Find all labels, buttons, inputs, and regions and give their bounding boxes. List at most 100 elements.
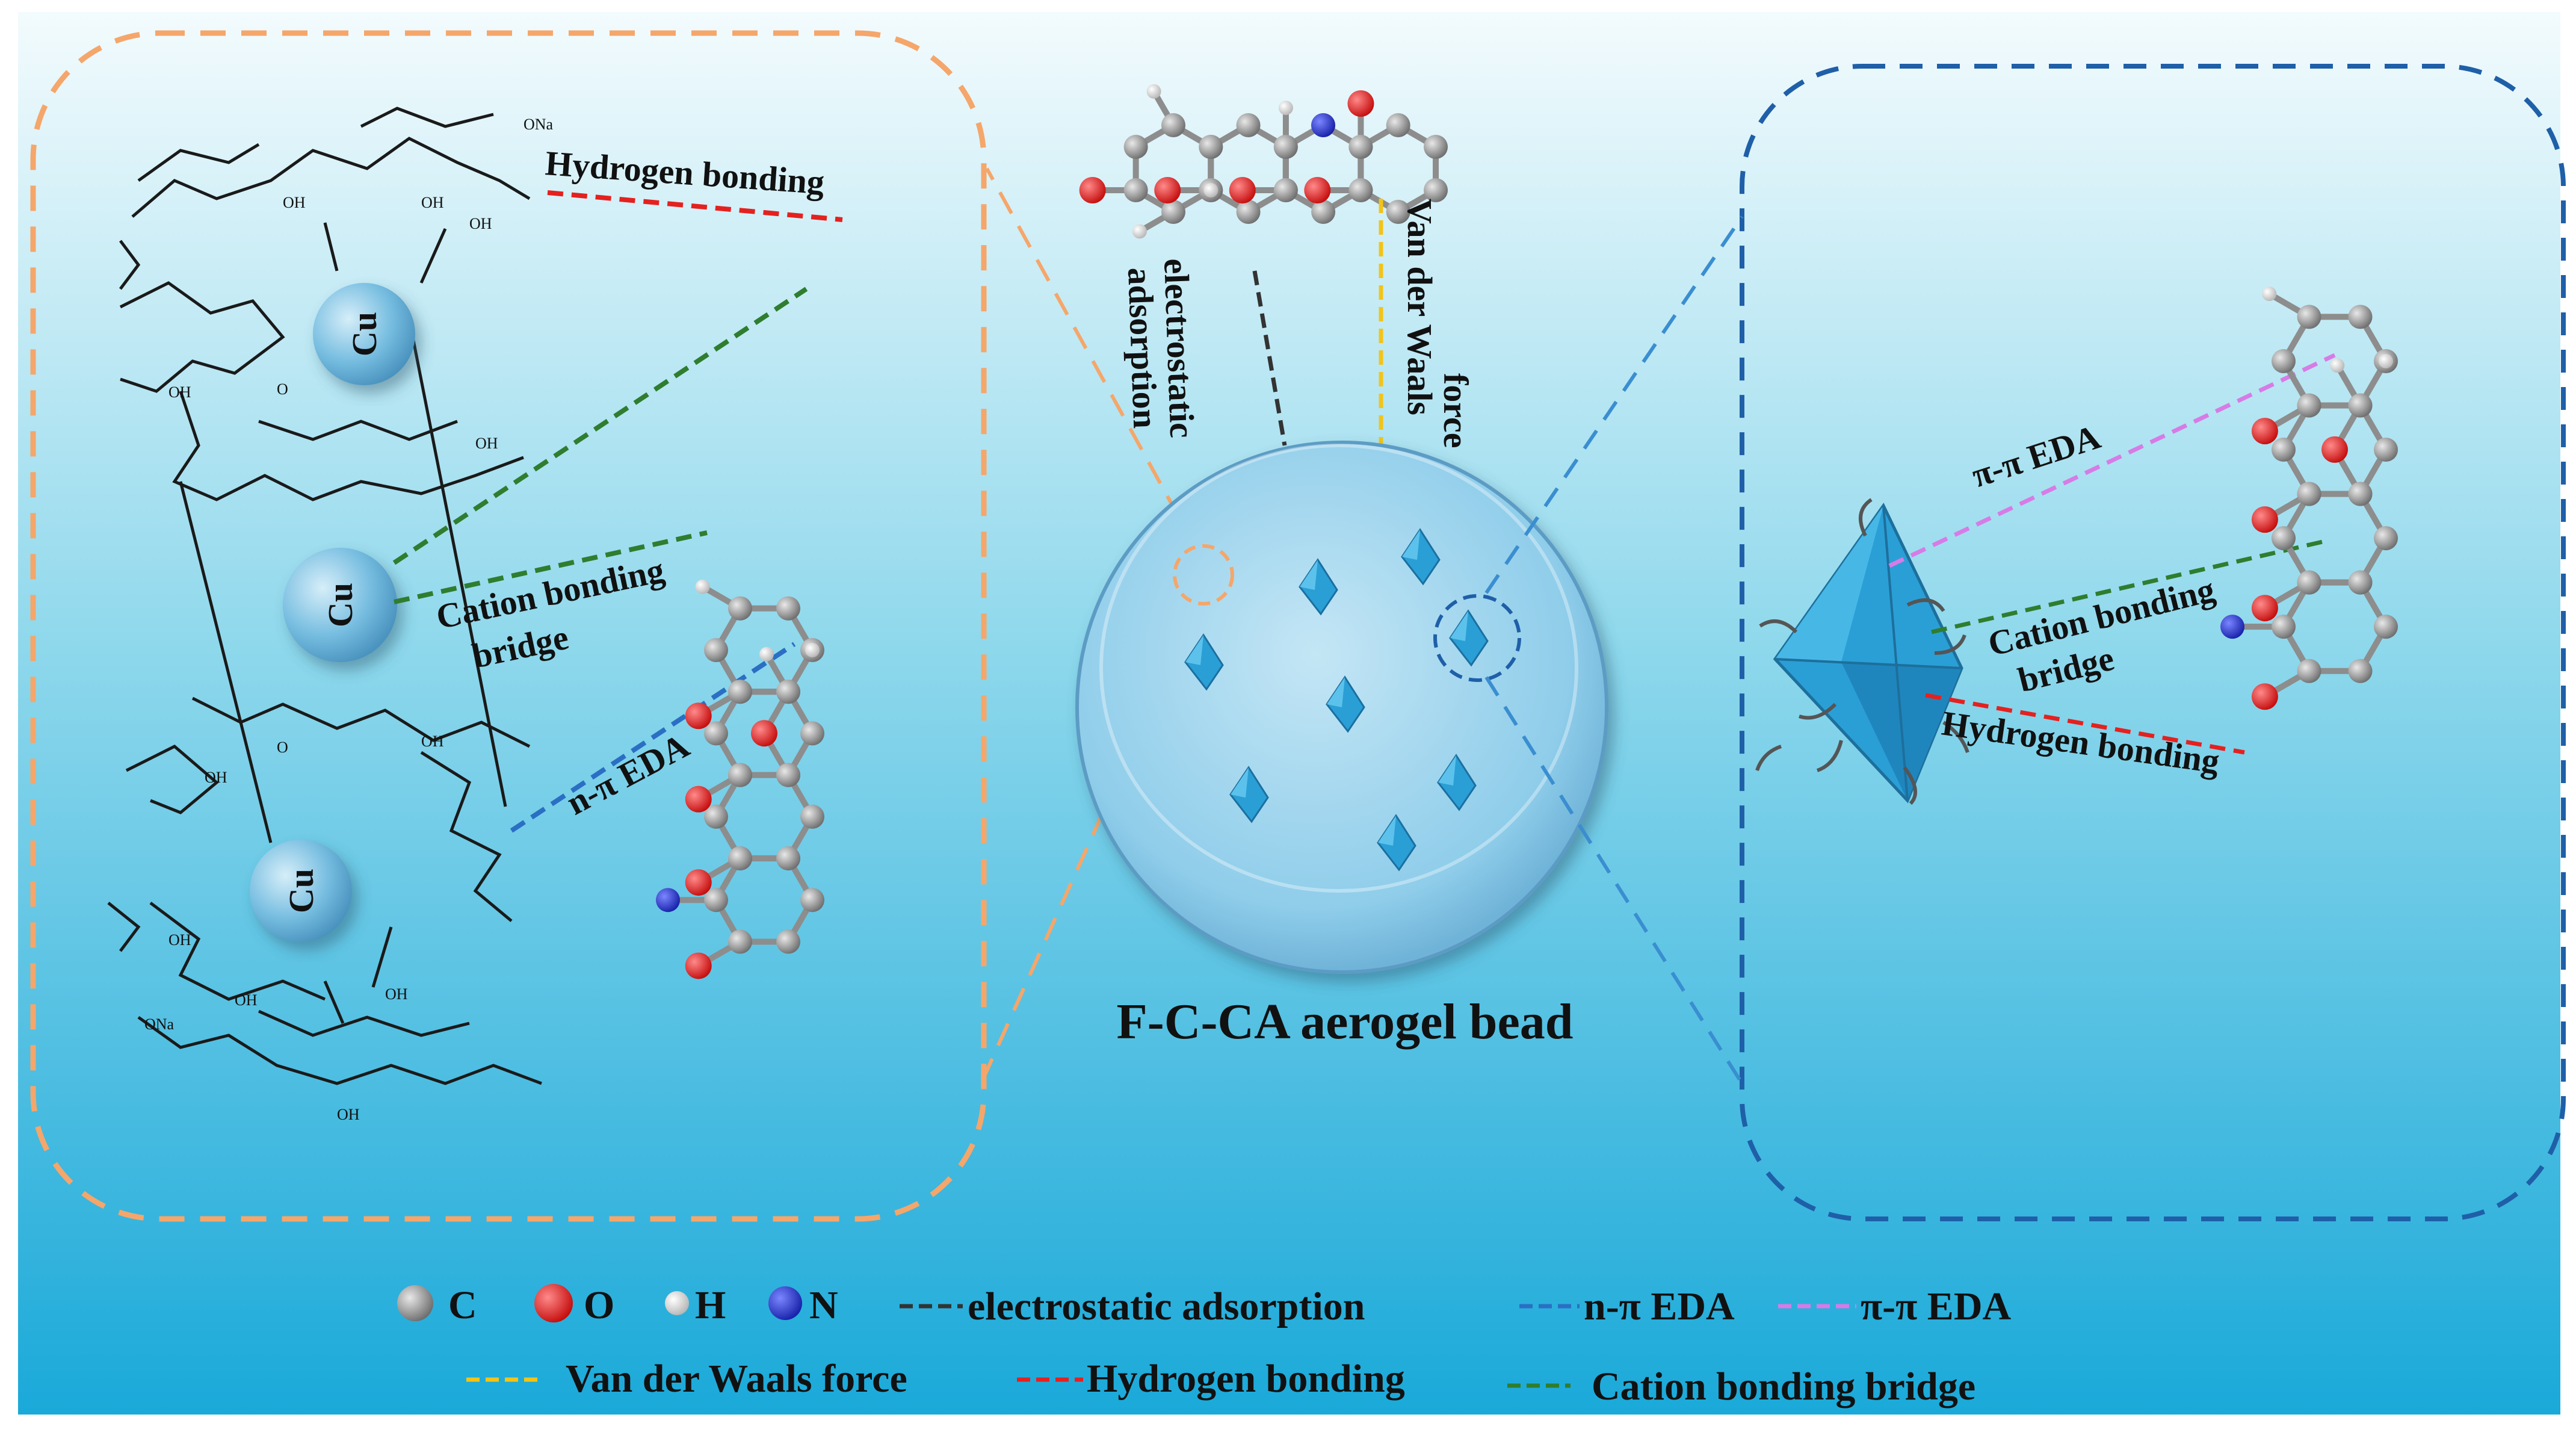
carbon-atom xyxy=(2297,570,2321,595)
carbon-atom xyxy=(2297,393,2321,418)
atom-label-oh: OH xyxy=(385,985,408,1003)
oxygen-atom xyxy=(2251,418,2278,445)
carbon-atom xyxy=(728,680,752,704)
carbon-atom xyxy=(704,721,728,746)
carbon-atom xyxy=(776,846,800,870)
carbon-atom xyxy=(1348,178,1373,202)
cellulose-polymer-skeleton xyxy=(107,107,542,1085)
right-zoom-marker xyxy=(1433,594,1521,682)
left-zoom-line-top xyxy=(985,167,1199,552)
hydrogen-atom xyxy=(2330,358,2345,373)
legend-pi-pi: π-π EDA xyxy=(1778,1285,2011,1328)
crystal-particle xyxy=(1437,754,1477,811)
nitrogen-atom xyxy=(656,888,680,913)
cation-bridge-line-left-upper xyxy=(392,287,808,565)
carbon-atom xyxy=(704,804,728,829)
carbon-atom xyxy=(2374,438,2398,462)
right-zoom-line-bottom xyxy=(1484,676,1744,1085)
oxygen-atom xyxy=(1347,90,1374,117)
oxygen-atom xyxy=(1079,177,1106,203)
crystal-particle xyxy=(1449,609,1489,667)
legend: C O H N electrostatic adsorption n-π EDA… xyxy=(397,1283,2011,1409)
oxygen-atom xyxy=(1304,177,1331,203)
cu-label: Cu xyxy=(321,583,360,627)
carbon-atom xyxy=(2272,349,2296,373)
hydrogen-atom xyxy=(1203,183,1219,197)
hydrogen-atom xyxy=(1278,101,1293,116)
crystal-particle xyxy=(1229,766,1269,823)
electrostatic-label-1: electrostatic xyxy=(1157,258,1202,439)
antibiotic-molecule-top xyxy=(1079,84,1448,239)
crystal-particle xyxy=(1326,675,1365,733)
carbon-atom xyxy=(1348,135,1373,159)
atom-label-oh: OH xyxy=(337,1106,360,1123)
carbon-atom xyxy=(2297,482,2321,506)
legend-n-pi: n-π EDA xyxy=(1519,1285,1735,1328)
atom-label-o: O xyxy=(277,739,288,756)
nitrogen-atom xyxy=(1311,113,1335,137)
carbon-atom xyxy=(1236,113,1261,137)
carbon-atom xyxy=(728,846,752,870)
electrostatic-line xyxy=(1252,270,1287,446)
carbon-atom xyxy=(728,763,752,787)
n-pi-eda-line xyxy=(510,642,796,833)
hydrogen-atom xyxy=(695,579,710,594)
legend-atom-o: O xyxy=(534,1283,614,1327)
carbon-atom xyxy=(1236,200,1261,224)
atom-label-oh: OH xyxy=(168,931,191,949)
legend-label: n-π EDA xyxy=(1584,1285,1735,1328)
carbon-atom xyxy=(1424,178,1448,202)
legend-atom-symbol: H xyxy=(695,1283,726,1327)
carbon-atom xyxy=(1386,113,1410,137)
antibiotic-molecule-left xyxy=(656,579,824,979)
legend-atom-symbol: O xyxy=(584,1283,614,1327)
carbon-atom xyxy=(1161,200,1185,224)
carbon-atom xyxy=(776,929,800,954)
crystal-particle xyxy=(1299,558,1338,616)
antibiotic-molecule-right xyxy=(2220,287,2398,710)
vdw-label-1: Van der Waals xyxy=(1400,199,1439,415)
carbon-atom xyxy=(1199,135,1223,159)
atom-label-o: O xyxy=(277,380,288,398)
hydrogen-bond-line-right xyxy=(1925,693,2245,755)
cu-ion-middle: Cu xyxy=(283,548,397,662)
hydrogen-atom xyxy=(1146,84,1161,99)
hydrogen-atom xyxy=(2262,287,2277,302)
oxygen-atom xyxy=(2251,595,2278,622)
oxygen-atom xyxy=(1229,177,1256,203)
bead-crystals xyxy=(1184,528,1489,872)
atom-label-oh: OH xyxy=(235,991,258,1009)
carbon-atom xyxy=(2297,305,2321,329)
carbon-atom xyxy=(2374,615,2398,639)
oxygen-atom xyxy=(2321,436,2348,463)
atom-label-oh: OH xyxy=(475,435,498,452)
cu-label: Cu xyxy=(345,312,384,356)
legend-vdw: Van der Waals force xyxy=(466,1357,907,1401)
carbon-atom xyxy=(2272,438,2296,462)
cation-bridge-line-right xyxy=(1931,539,2323,634)
legend-cation: Cation bonding bridge xyxy=(1507,1365,1975,1409)
carbon-atom xyxy=(1123,135,1148,159)
hydrogen-atom xyxy=(1132,224,1147,239)
crystal-particle xyxy=(1401,528,1441,586)
carbon-atom xyxy=(2272,615,2296,639)
cu-label: Cu xyxy=(282,869,321,913)
nitrogen-atom xyxy=(2220,615,2244,639)
right-zoom-line-top xyxy=(1484,215,1744,594)
carbon-atom xyxy=(1273,178,1298,202)
electrostatic-label-2: adsorption xyxy=(1120,267,1165,429)
legend-electrostatic: electrostatic adsorption xyxy=(900,1285,1365,1328)
carbon-atom xyxy=(2348,659,2373,683)
carbon-atom xyxy=(800,804,824,829)
atom-label-ona: ONa xyxy=(144,1015,175,1033)
carbon-atom xyxy=(728,596,752,621)
atom-label-oh: OH xyxy=(421,194,444,211)
cu-ion-top: Cu xyxy=(313,283,415,385)
carbon-atom xyxy=(1161,113,1185,137)
legend-label: Van der Waals force xyxy=(566,1357,907,1401)
carbon-atom xyxy=(2348,305,2373,329)
legend-atom-h: H xyxy=(665,1283,726,1327)
oxygen-atom xyxy=(685,702,712,730)
atom-label-oh: OH xyxy=(205,769,227,786)
